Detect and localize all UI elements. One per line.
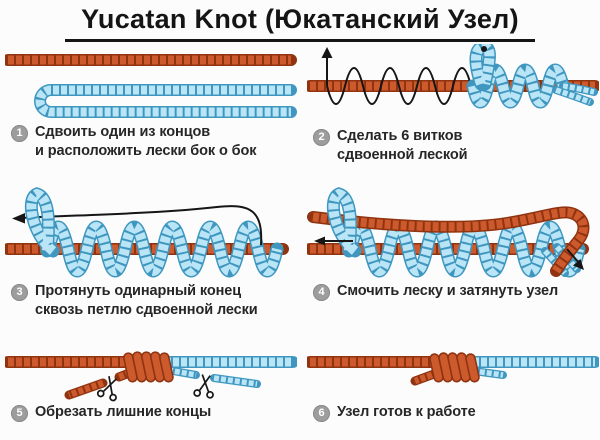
step-caption: Узел готов к работе xyxy=(337,403,476,420)
knot-coils xyxy=(429,352,480,383)
fold-point-dot xyxy=(481,45,487,52)
arrow-up-icon xyxy=(321,46,333,86)
step-6: 6 Узел готов к работе xyxy=(307,340,599,440)
step-1-caption-row: 1 Сдвоить один из концов и расположить л… xyxy=(5,123,297,161)
step-1-illustration xyxy=(5,53,297,118)
step-6-caption-row: 6 Узел готов к работе xyxy=(307,403,599,422)
step-number-badge: 2 xyxy=(313,128,330,146)
step-2: 2 Сделать 6 витков сдвоенной леской xyxy=(307,43,599,183)
line-tails xyxy=(552,81,598,106)
knot-coils xyxy=(123,351,174,383)
step-2-illustration xyxy=(307,43,599,109)
step-caption: Смочить леску и затянуть узел xyxy=(337,282,559,299)
scissors-icon xyxy=(96,375,118,402)
steps-grid: 1 Сдвоить один из концов и расположить л… xyxy=(0,42,600,440)
wrap-turns xyxy=(344,220,586,277)
doubled-loop xyxy=(24,186,60,258)
step-4-illustration xyxy=(307,186,590,277)
step-number-badge: 6 xyxy=(313,404,330,422)
step-caption: Сделать 6 витков сдвоенной леской xyxy=(337,127,468,163)
threaded-main-end xyxy=(307,206,590,277)
blue-tag-cut xyxy=(164,365,261,388)
title-wrap: Yucatan Knot (Юкатанский Узел) xyxy=(0,3,600,42)
pull-arrow-down-right xyxy=(566,248,584,270)
pull-arrow-left xyxy=(314,236,353,246)
step-2-caption-row: 2 Сделать 6 витков сдвоенной леской xyxy=(307,127,599,165)
step-6-illustration xyxy=(307,352,599,386)
step-4: 4 Смочить леску и затянуть узел xyxy=(307,185,599,338)
step-caption: Обрезать лишние концы xyxy=(35,403,212,420)
step-5: 5 Обрезать лишние концы xyxy=(5,340,297,440)
step-number-badge: 4 xyxy=(313,283,330,301)
step-5-caption-row: 5 Обрезать лишние концы xyxy=(5,403,297,422)
step-3-illustration xyxy=(5,186,289,277)
doubled-line-fold xyxy=(34,83,297,118)
step-caption: Сдвоить один из концов и расположить лес… xyxy=(35,123,257,159)
step-5-illustration xyxy=(5,351,297,402)
step-3: 3 Протянуть одинарный конец сквозь петлю… xyxy=(5,185,297,338)
step-4-caption-row: 4 Смочить леску и затянуть узел xyxy=(307,282,599,301)
step-number-badge: 3 xyxy=(11,283,28,301)
step-number-badge: 1 xyxy=(11,124,28,142)
step-1: 1 Сдвоить один из концов и расположить л… xyxy=(5,44,297,183)
page-title: Yucatan Knot (Юкатанский Узел) xyxy=(65,3,535,42)
wrap-turns xyxy=(42,220,284,277)
step-number-badge: 5 xyxy=(11,404,28,422)
step-caption: Протянуть одинарный конец сквозь петлю с… xyxy=(35,282,258,318)
scissors-icon xyxy=(193,373,214,399)
wrap-path-line xyxy=(326,66,472,105)
doubled-loop xyxy=(469,43,496,91)
step-3-caption-row: 3 Протянуть одинарный конец сквозь петлю… xyxy=(5,282,297,320)
doubled-loop xyxy=(326,186,362,258)
thread-arrow-left xyxy=(12,204,263,245)
